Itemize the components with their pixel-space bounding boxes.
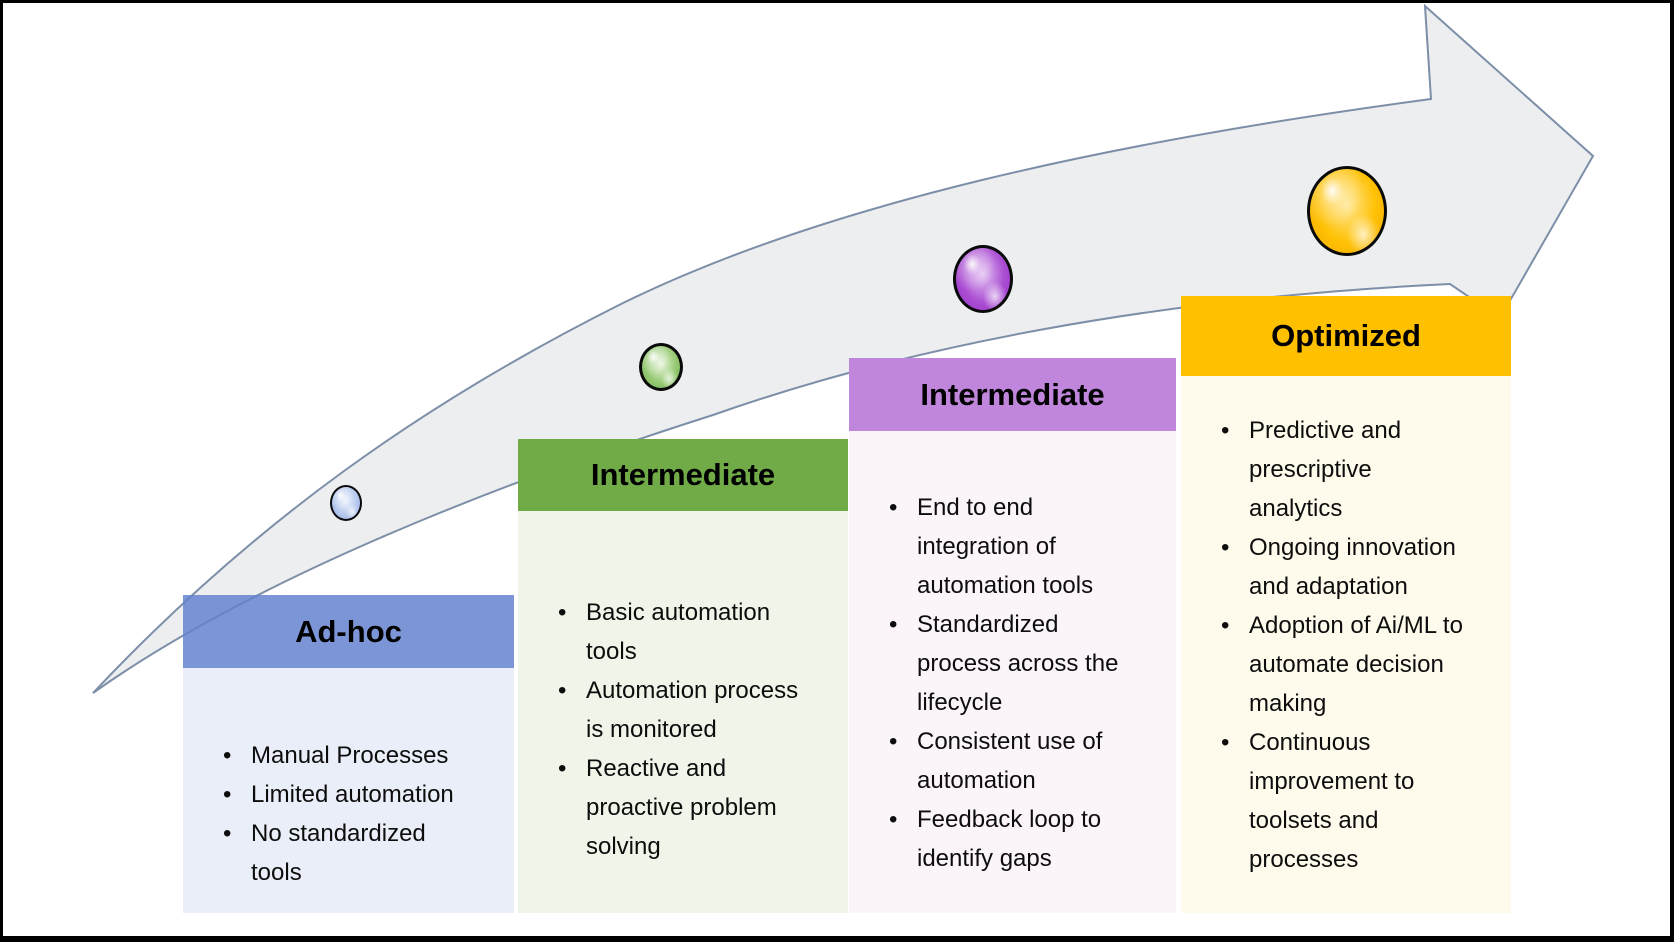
stage-bullets: Basic automation toolsAutomation process…	[518, 593, 848, 866]
bullet-item: No standardized tools	[183, 814, 467, 892]
stage-header-intermediate-1: Intermediate	[518, 439, 848, 511]
stage-bullets: Predictive and prescriptive analyticsOng…	[1181, 411, 1511, 879]
bullet-item: Basic automation tools	[518, 593, 802, 671]
stage-header-optimized: Optimized	[1181, 296, 1511, 376]
stage-body-adhoc: Manual ProcessesLimited automationNo sta…	[183, 668, 514, 913]
stage-body-intermediate-2: End to end integration of automation too…	[849, 431, 1176, 913]
stage-marker-adhoc	[330, 485, 362, 521]
stage-body-optimized: Predictive and prescriptive analyticsOng…	[1181, 376, 1511, 913]
stage-header-intermediate-2: Intermediate	[849, 358, 1176, 431]
stage-header-adhoc: Ad-hoc	[183, 595, 514, 668]
stage-marker-optimized	[1307, 166, 1387, 256]
bullet-item: Manual Processes	[183, 736, 467, 775]
bullet-item: Consistent use of automation	[849, 722, 1133, 800]
stage-title: Ad-hoc	[295, 613, 402, 649]
bullet-item: Continuous improvement to toolsets and p…	[1181, 723, 1465, 879]
bullet-item: Automation process is monitored	[518, 671, 802, 749]
bullet-item: Feedback loop to identify gaps	[849, 800, 1133, 878]
stage-body-intermediate-1: Basic automation toolsAutomation process…	[518, 511, 848, 913]
bullet-item: End to end integration of automation too…	[849, 488, 1133, 605]
stage-marker-intermediate-2	[953, 245, 1013, 313]
bullet-item: Reactive and proactive problem solving	[518, 749, 802, 866]
stage-title: Intermediate	[590, 457, 776, 492]
stage-title: Intermediate	[920, 376, 1105, 412]
stage-marker-intermediate-1	[639, 343, 683, 391]
bullet-item: Standardized process across the lifecycl…	[849, 605, 1133, 722]
bullet-item: Adoption of Ai/ML to automate decision m…	[1181, 606, 1465, 723]
bullet-item: Limited automation	[183, 775, 467, 814]
bullet-item: Ongoing innovation and adaptation	[1181, 528, 1465, 606]
stage-title: Optimized	[1271, 318, 1421, 353]
stage-bullets: End to end integration of automation too…	[849, 488, 1176, 878]
bullet-item: Predictive and prescriptive analytics	[1181, 411, 1465, 528]
stage-bullets: Manual ProcessesLimited automationNo sta…	[183, 736, 514, 892]
